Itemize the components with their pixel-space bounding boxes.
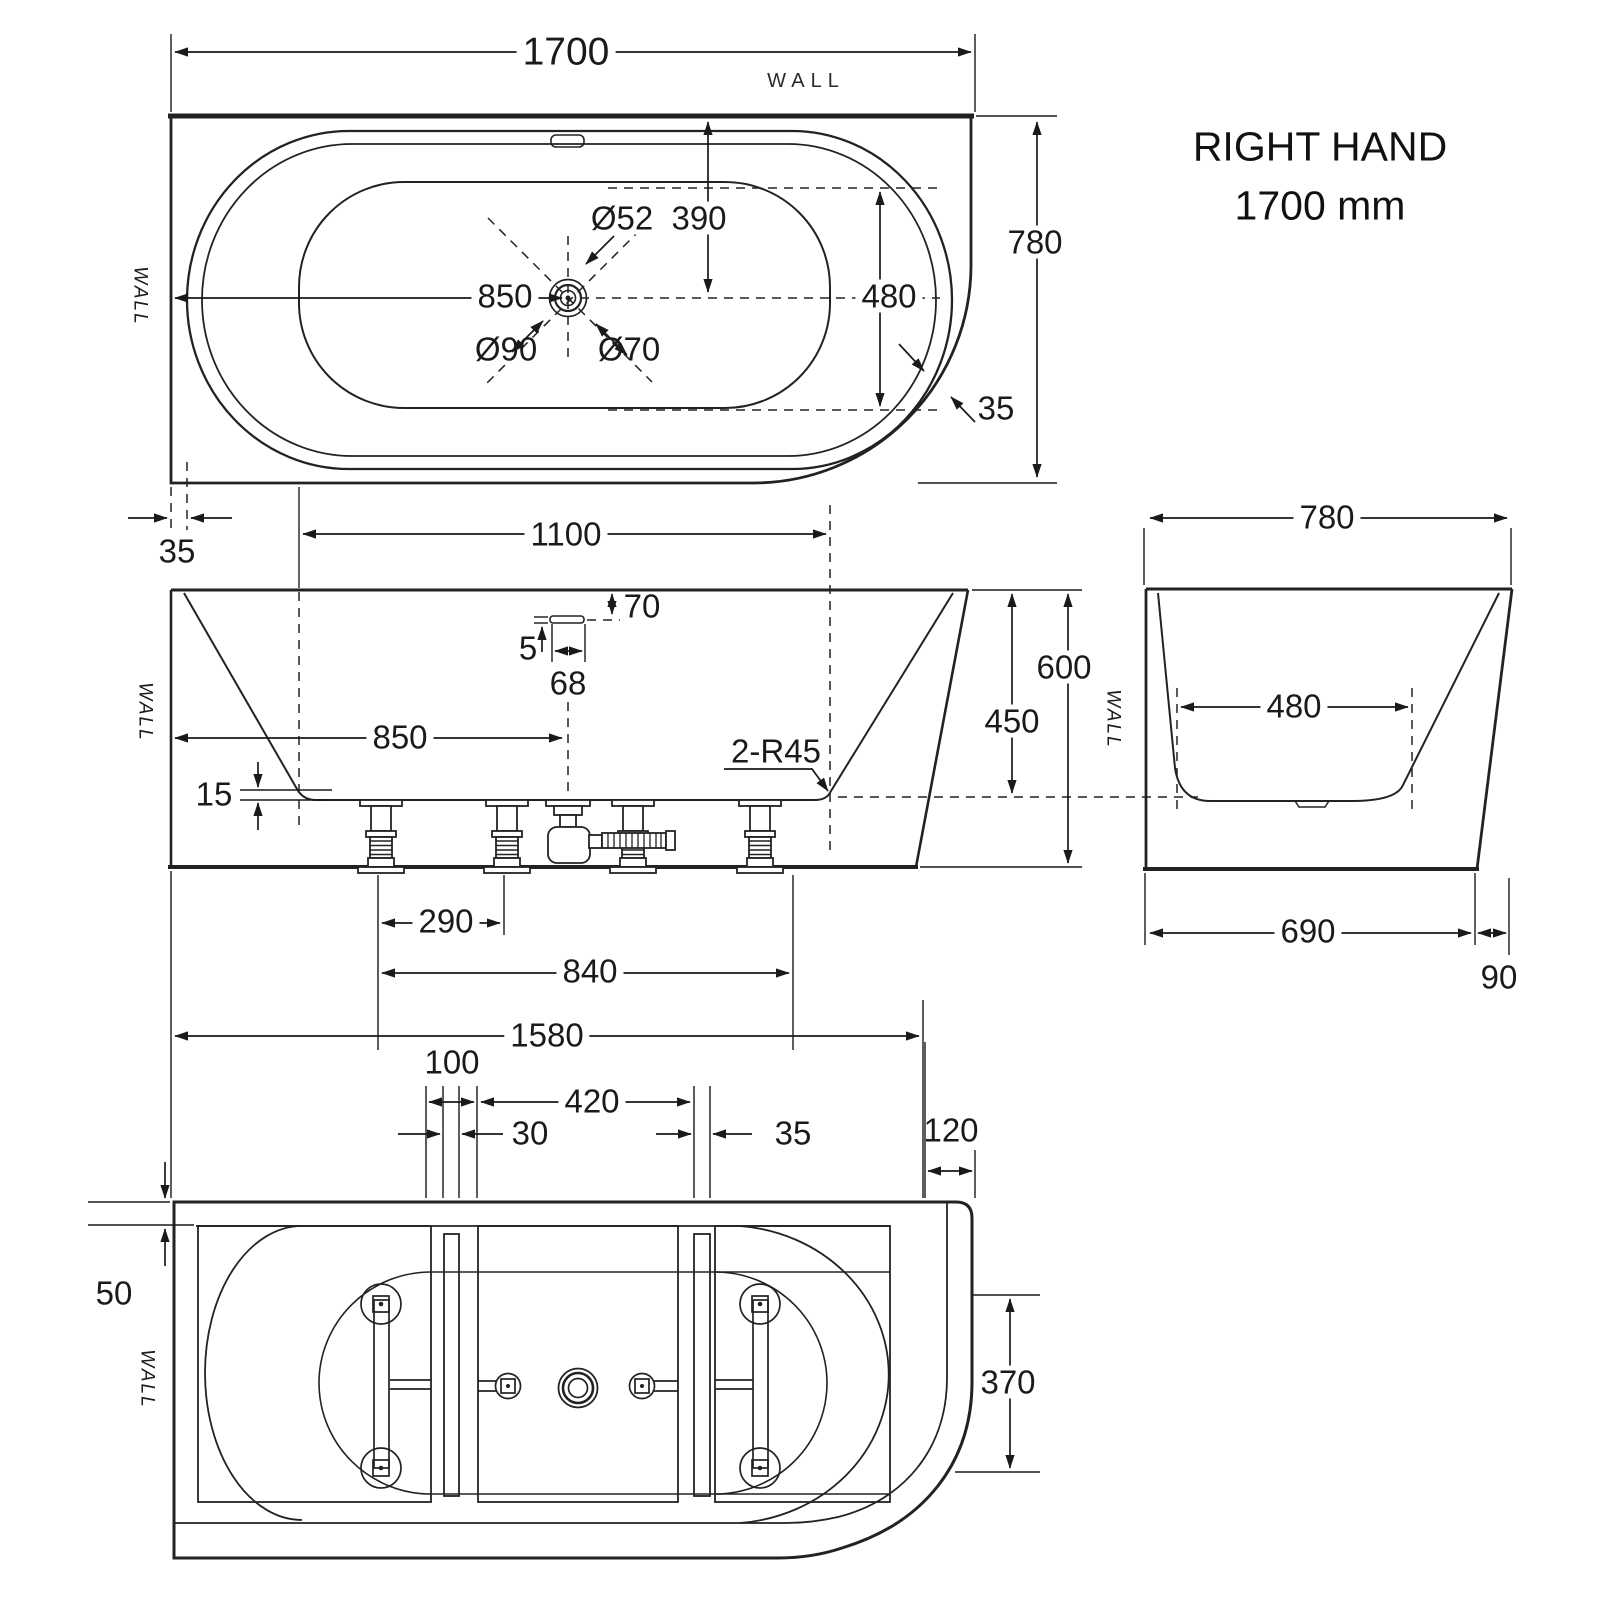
dim-overflow-top: 70 (623, 587, 661, 625)
dim-corner-offset: 120 (923, 1111, 979, 1149)
drain-base (557, 1367, 599, 1409)
dim-overall-length: 1700 (516, 32, 616, 72)
dim-foot-span: 840 (556, 954, 624, 988)
dim-hole-right: Ø70 (597, 330, 661, 368)
dim-hole-left: Ø90 (474, 330, 538, 368)
drawing-title: RIGHT HAND (1192, 123, 1448, 170)
wall-label-side: WALL (1102, 689, 1124, 749)
wall-label-plan-left: WALL (129, 266, 151, 326)
wall-label-base: WALL (136, 1349, 158, 1409)
dim-overall-width: 780 (1001, 225, 1069, 259)
dim-rim-depth: 450 (978, 704, 1046, 738)
base-view (88, 1042, 1040, 1560)
batten-left (443, 1233, 460, 1497)
dim-wall-gap: 50 (95, 1274, 133, 1312)
dim-side-overhang: 90 (1480, 958, 1518, 996)
fixing-pads-center (478, 1372, 678, 1400)
tub-rim-inner (201, 143, 937, 457)
dim-basin-length: 1100 (524, 517, 608, 551)
dim-corner-radius: 2-R45 (725, 734, 827, 768)
dim-side-base-width: 690 (1274, 914, 1342, 948)
plan-view (128, 34, 1057, 530)
mounting-rail-left (360, 1283, 431, 1489)
base-panel-center (477, 1225, 679, 1503)
dim-sump: 15 (195, 775, 233, 813)
apron-inner-edge (174, 1202, 948, 1524)
dim-gap-corner: 35 (977, 389, 1015, 427)
dim-drain-diameter: Ø52 (584, 201, 660, 235)
foot (483, 799, 531, 874)
dim-side-basin-width: 480 (1260, 689, 1328, 723)
wall-label-front-left: WALL (134, 682, 156, 742)
basin-outline (298, 181, 831, 409)
waste-trap (545, 799, 676, 864)
tub-outline (185, 129, 954, 471)
drawing-subtitle: 1700 mm (1234, 182, 1406, 229)
dim-basin-width-plan: 480 (855, 279, 923, 313)
dim-side-overall-width: 780 (1293, 500, 1361, 534)
dim-overflow-width: 68 (549, 664, 587, 702)
base-panel-right (714, 1225, 891, 1503)
dim-batten-spacing: 420 (558, 1084, 626, 1118)
dim-base-length: 1580 (504, 1018, 590, 1052)
dim-foot-pitch: 290 (412, 904, 480, 938)
drain-recess (1294, 800, 1330, 808)
overflow-lip (549, 615, 585, 624)
dim-gap-left: 35 (158, 532, 196, 570)
front-view (168, 487, 1198, 1198)
foot (357, 799, 405, 874)
overflow-slot (550, 134, 585, 148)
dim-drain-from-wall-plan: 850 (471, 279, 539, 313)
batten-right (693, 1233, 711, 1497)
dim-drain-from-wall-front: 850 (366, 720, 434, 754)
dim-batten-width: 30 (511, 1114, 549, 1152)
dim-batten2-width: 35 (774, 1114, 812, 1152)
dim-height: 600 (1030, 650, 1098, 684)
dim-joist: 100 (424, 1043, 480, 1081)
adjustable-feet (357, 799, 784, 874)
side-view (1143, 513, 1514, 955)
tub-end-profile (1157, 592, 1500, 802)
dim-drain-offset: 390 (665, 201, 733, 235)
dim-rail-span: 370 (974, 1365, 1042, 1399)
foot (736, 799, 784, 874)
base-panel-left (197, 1225, 432, 1503)
dim-overflow-lip: 5 (518, 629, 538, 667)
wall-label-top: WALL (767, 70, 845, 92)
mounting-rail-right (715, 1283, 781, 1489)
